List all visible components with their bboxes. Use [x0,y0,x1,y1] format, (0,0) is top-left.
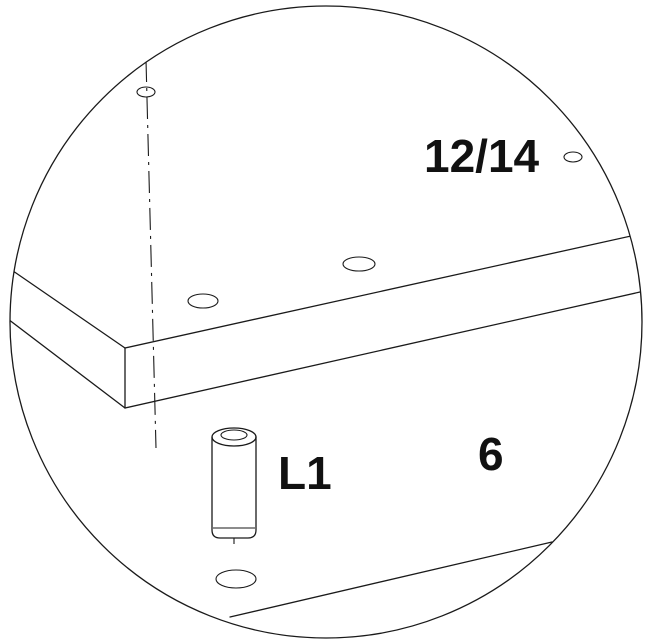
side-panel [215,541,553,618]
label-panel-top: 12/14 [424,130,540,182]
label-panel-side: 6 [478,428,504,480]
hole-front-left [187,293,219,309]
label-dowel: L1 [278,447,332,499]
dowel-body [211,436,257,539]
hole-middle [342,256,376,272]
top-panel-left-bottom-edge [10,312,126,409]
dowel-l1 [211,427,257,544]
hole-bottom-left [215,569,257,589]
hole-top-left [136,86,156,98]
alignment-axis [145,59,157,449]
detail-circle [9,5,643,639]
top-panel-top-edge [10,261,126,349]
hole-top-right [563,151,583,163]
top-panel [10,233,641,409]
top-panel-front-top-edge [124,233,641,349]
side-panel-bottom-edge [229,541,553,618]
dowel-top-inner [220,429,248,441]
dowel-top-face [211,427,257,447]
top-panel-front-bottom-edge [124,291,641,409]
